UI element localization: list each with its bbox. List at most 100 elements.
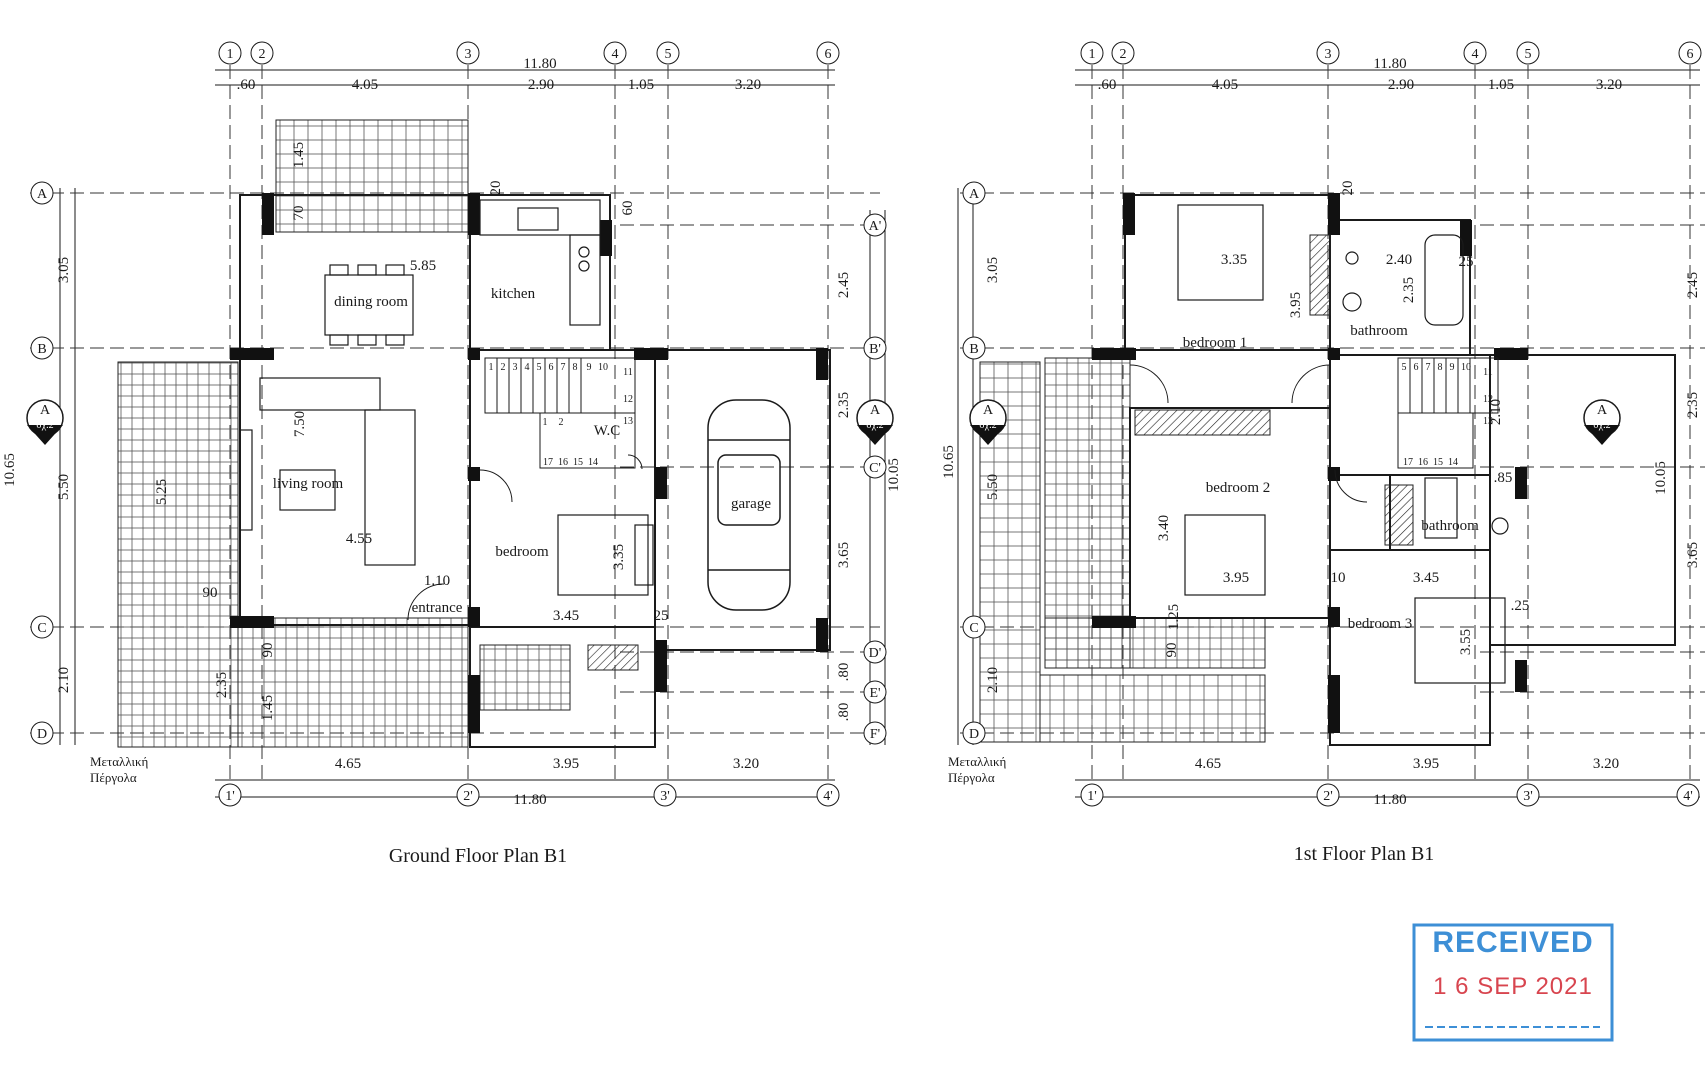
section-label: A [1597, 403, 1608, 418]
room-label: bedroom 3 [1348, 616, 1413, 632]
svg-text:17: 17 [543, 457, 553, 468]
room-label: bathroom [1421, 518, 1479, 534]
svg-text:3.40: 3.40 [1156, 515, 1172, 541]
total-dimension: 11.80 [513, 792, 546, 808]
axis-label: A [969, 187, 980, 202]
room-label: garage [731, 496, 771, 512]
dimension: 3.20 [1593, 756, 1619, 772]
svg-text:14: 14 [1448, 457, 1458, 468]
svg-text:10: 10 [1461, 362, 1471, 373]
svg-text:8: 8 [573, 362, 578, 373]
dimension: 3.20 [735, 77, 761, 93]
total-dimension: 11.80 [1373, 56, 1406, 72]
svg-text:70: 70 [291, 206, 307, 221]
room-labels: bedroom 1 bathroom bedroom 2 bathroom be… [1183, 323, 1479, 632]
svg-text:60: 60 [620, 201, 636, 216]
svg-text:2.40: 2.40 [1386, 252, 1412, 268]
axis-label: A [37, 187, 48, 202]
axis-label: D [37, 727, 47, 742]
axis-label: C' [869, 461, 881, 476]
svg-text:11: 11 [1483, 367, 1493, 378]
received-stamp: RECEIVED 1 6 SEP 2021 [1412, 923, 1614, 1042]
svg-text:2.35: 2.35 [214, 672, 230, 698]
svg-text:13: 13 [1483, 416, 1493, 427]
svg-text:5.25: 5.25 [154, 479, 170, 505]
plan-title: Ground Floor Plan B1 [389, 845, 567, 867]
axis-label: 1 [1089, 47, 1096, 62]
axis-label: 4 [612, 47, 619, 62]
svg-text:3.55: 3.55 [1458, 629, 1474, 655]
svg-text:15: 15 [573, 457, 583, 468]
dimension: 3.95 [1413, 756, 1439, 772]
axis-label: 2 [1120, 47, 1127, 62]
axis-label: C [37, 621, 46, 636]
sofa-icon [239, 377, 416, 566]
stairs [1397, 357, 1499, 469]
svg-text:5: 5 [1402, 362, 1407, 373]
axis-label: D [969, 727, 979, 742]
axis-label: 4' [1683, 789, 1693, 804]
room-label: kitchen [491, 286, 536, 302]
room-label: bedroom [495, 544, 549, 560]
dimension: 3.65 [836, 542, 852, 568]
dimension: 4.65 [335, 756, 361, 772]
axis-label: B [969, 342, 978, 357]
svg-text:3.45: 3.45 [1413, 570, 1439, 586]
dimension: 3.65 [1685, 542, 1701, 568]
svg-text:12: 12 [1483, 394, 1493, 405]
svg-text:10: 10 [1331, 570, 1346, 586]
svg-text:13: 13 [623, 416, 633, 427]
axis-label: A' [869, 219, 882, 234]
top-dimensions: 11.80 .60 4.05 2.90 1.05 3.20 [237, 56, 762, 93]
hatched-wall [1384, 484, 1414, 546]
svg-text:1: 1 [543, 417, 548, 428]
axis-label: 3 [465, 47, 472, 62]
axis-label: 4' [823, 789, 833, 804]
axis-label: 3' [660, 789, 670, 804]
axis-label: 1' [225, 789, 235, 804]
room-label: living room [273, 476, 344, 492]
room-label: bathroom [1350, 323, 1408, 339]
dimension: 1.05 [1488, 77, 1514, 93]
svg-text:3.95: 3.95 [1223, 570, 1249, 586]
columns [230, 193, 828, 733]
hatched-wall [1309, 234, 1331, 316]
interior-dimensions: 5.85 7.50 4.55 3.35 3.45 1.10 1.45 70 20… [154, 142, 669, 721]
svg-text:12: 12 [623, 394, 633, 405]
svg-text:1.45: 1.45 [260, 695, 276, 721]
pergola-label: Πέργολα [948, 770, 995, 785]
svg-text:1: 1 [489, 362, 494, 373]
car-icon [707, 399, 791, 611]
svg-text:90: 90 [1164, 643, 1180, 658]
dimension: 3.20 [1596, 77, 1622, 93]
svg-text:4: 4 [525, 362, 530, 373]
room-label: dining room [334, 294, 408, 310]
svg-text:2.10: 2.10 [1488, 399, 1504, 425]
dining-table-icon [324, 264, 414, 346]
axis-label: 1' [1087, 789, 1097, 804]
room-labels: dining room kitchen living room W.C bedr… [273, 286, 772, 616]
svg-text:9: 9 [587, 362, 592, 373]
top-dimensions: 11.80 .60 4.05 2.90 1.05 3.20 [1098, 56, 1623, 93]
svg-text:14: 14 [588, 457, 598, 468]
axis-label: F' [870, 727, 880, 742]
interior-dimensions: 3.35 3.95 2.40 2.35 3.40 3.95 3.45 3.55 … [985, 181, 1529, 694]
svg-text:20: 20 [488, 181, 504, 196]
stair-numbers: 5 6 7 8 9 10 11 12 13 17 16 15 14 [1402, 362, 1494, 468]
svg-text:15: 15 [1433, 457, 1443, 468]
room-label: bedroom 2 [1206, 480, 1271, 496]
svg-text:3.95: 3.95 [1288, 292, 1304, 318]
right-dimensions: 10.05 2.45 2.35 3.65 [1653, 272, 1701, 568]
total-dimension: 10.65 [2, 453, 18, 487]
pergola-tiles-bottom [237, 617, 469, 748]
dimension: 2.35 [836, 392, 852, 418]
total-dimension: 10.05 [1653, 461, 1669, 495]
dimension: .80 [836, 663, 852, 682]
section-ref: σχ.2 [979, 420, 996, 431]
dimension: .80 [836, 703, 852, 722]
section-ref: σχ.2 [1593, 420, 1610, 431]
roof-tiles-bottom [1044, 617, 1266, 669]
bottom-dimensions: 4.65 3.95 3.20 11.80 [1195, 756, 1619, 808]
svg-text:9: 9 [1450, 362, 1455, 373]
svg-text:1.10: 1.10 [424, 573, 450, 589]
